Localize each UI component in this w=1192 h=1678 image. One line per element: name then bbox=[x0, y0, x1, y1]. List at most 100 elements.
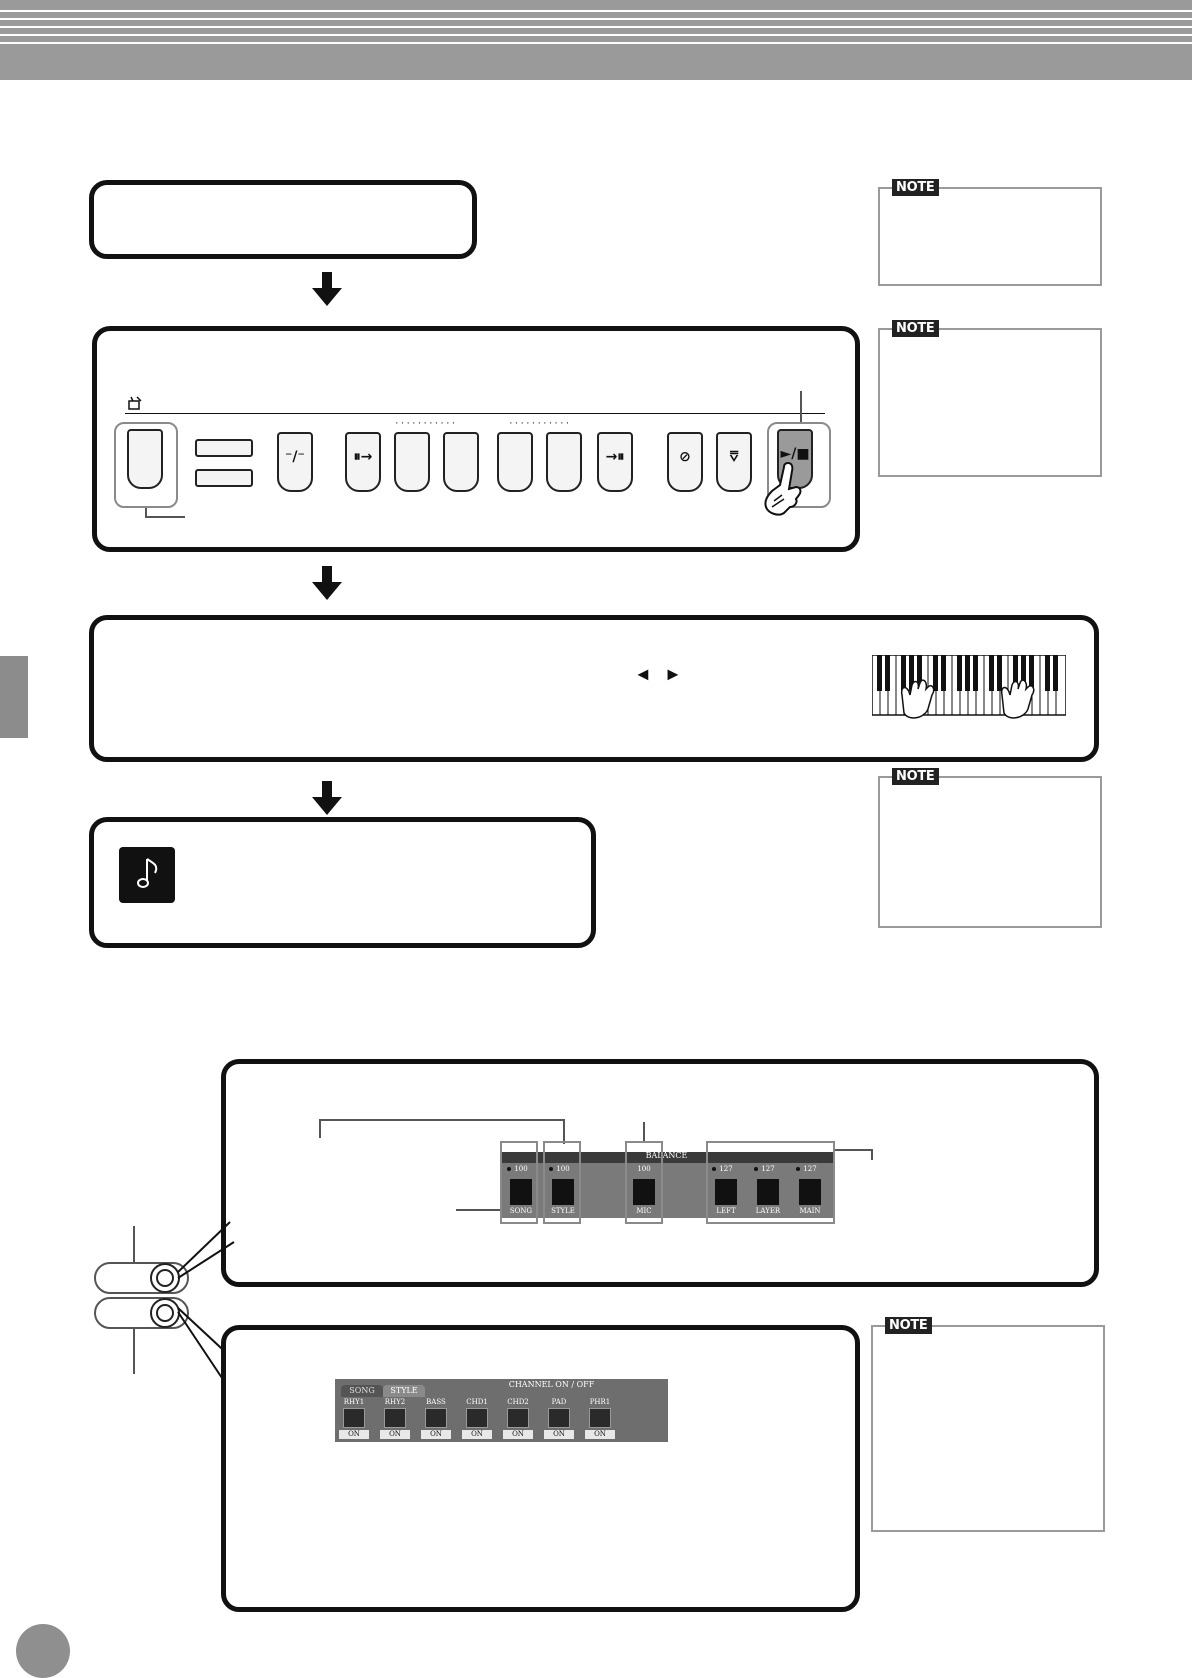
left-arrow-icon: ◄ bbox=[634, 664, 652, 684]
page-number-circle bbox=[16, 1624, 70, 1678]
sync-start-button[interactable]: ⏸→ bbox=[345, 432, 381, 492]
note-box-2: NOTE bbox=[878, 320, 1102, 477]
step-1-box bbox=[89, 180, 477, 259]
channel-value: 100 bbox=[514, 1165, 528, 1173]
intro-2-button[interactable] bbox=[443, 432, 479, 492]
channel-on-toggle[interactable]: ON bbox=[421, 1430, 451, 1439]
ending-button[interactable]: →⏸ bbox=[597, 432, 633, 492]
channel-value: 100 bbox=[637, 1165, 651, 1173]
drum-kit-icon bbox=[384, 1408, 406, 1428]
callout-line-right bbox=[800, 391, 802, 422]
balance-channel-mic[interactable]: 100 MIC bbox=[625, 1163, 663, 1218]
tap-tempo-button[interactable]: ⩢ bbox=[716, 432, 752, 492]
strings-icon bbox=[548, 1408, 570, 1428]
knob-callout-line-bottom bbox=[133, 1329, 135, 1374]
callout-line-left bbox=[145, 508, 147, 516]
highlight-play-stop bbox=[767, 422, 831, 508]
style-drum-icon bbox=[128, 396, 142, 410]
channel-label: MIC bbox=[636, 1207, 652, 1215]
style-button[interactable] bbox=[127, 429, 163, 489]
fade-button[interactable]: ⊘ bbox=[667, 432, 703, 492]
highlight-mic-channel bbox=[625, 1141, 663, 1224]
channel-slider[interactable] bbox=[633, 1179, 655, 1205]
channel-on-off-screen: SONG STYLE CHANNEL ON / OFF RHY1 ON RHY2… bbox=[335, 1379, 668, 1442]
note-box-3: NOTE bbox=[878, 768, 1102, 928]
channel-label: LEFT bbox=[716, 1207, 736, 1215]
balance-channel-song[interactable]: 100 SONG bbox=[502, 1163, 540, 1218]
balance-knob-button[interactable] bbox=[150, 1263, 180, 1293]
panel-header-line bbox=[125, 413, 825, 414]
channel-value: 127 bbox=[719, 1165, 733, 1173]
channel-slider[interactable] bbox=[715, 1179, 737, 1205]
channel-slider[interactable] bbox=[510, 1179, 532, 1205]
channel-slider[interactable] bbox=[757, 1179, 779, 1205]
note-tag: NOTE bbox=[892, 320, 940, 337]
main-dots: ··········· bbox=[509, 417, 572, 429]
channel-on-toggle[interactable]: ON bbox=[503, 1430, 533, 1439]
channel-rhy2[interactable]: RHY2 ON bbox=[378, 1398, 412, 1440]
channel-pad[interactable]: PAD ON bbox=[542, 1398, 576, 1440]
main-a-button[interactable] bbox=[497, 432, 533, 492]
balance-title-bar: BALANCE bbox=[500, 1151, 833, 1163]
channel-label: LAYER bbox=[755, 1207, 781, 1215]
phrase-icon bbox=[589, 1408, 611, 1428]
tab-song[interactable]: SONG bbox=[341, 1385, 383, 1397]
step-2-panel-box: ⁻/⁻ ⏸→ ··········· ··········· →⏸ ⊘ ⩢ ►/… bbox=[92, 326, 860, 552]
callout-line-left-h bbox=[145, 516, 185, 518]
channel-chd2[interactable]: CHD2 ON bbox=[501, 1398, 535, 1440]
channel-label: STYLE bbox=[551, 1207, 575, 1215]
channel-value: 127 bbox=[761, 1165, 775, 1173]
note-tag: NOTE bbox=[885, 1317, 933, 1334]
channel-slider[interactable] bbox=[552, 1179, 574, 1205]
note-box-1: NOTE bbox=[878, 179, 1102, 286]
channel-on-toggle[interactable]: ON bbox=[544, 1430, 574, 1439]
channel-screen-title: CHANNEL ON / OFF bbox=[508, 1380, 595, 1389]
balance-channel-main[interactable]: 127 MAIN bbox=[791, 1163, 829, 1218]
channel-name: PAD bbox=[551, 1398, 567, 1406]
balance-channel-style[interactable]: 100 STYLE bbox=[544, 1163, 582, 1218]
main-b-button[interactable] bbox=[546, 432, 582, 492]
page-header-band bbox=[0, 0, 1192, 80]
right-arrow-icon: ► bbox=[664, 664, 682, 684]
channel-name: CHD1 bbox=[466, 1398, 488, 1406]
channel-dot bbox=[549, 1167, 553, 1171]
channel-dot bbox=[796, 1167, 800, 1171]
channel-phr1[interactable]: PHR1 ON bbox=[583, 1398, 617, 1440]
down-arrow-icon bbox=[312, 566, 342, 600]
lower-flat-button[interactable] bbox=[195, 469, 253, 487]
step-3-box: ◄ ► bbox=[89, 615, 1099, 762]
channel-on-toggle[interactable]: ON bbox=[380, 1430, 410, 1439]
guitar-icon bbox=[466, 1408, 488, 1428]
channel-value: 127 bbox=[803, 1165, 817, 1173]
upper-flat-button[interactable] bbox=[195, 439, 253, 457]
balance-title: BALANCE bbox=[645, 1151, 688, 1160]
highlight-part-channels bbox=[706, 1141, 835, 1224]
note-tag: NOTE bbox=[892, 179, 940, 196]
channel-on-toggle[interactable]: ON bbox=[585, 1430, 615, 1439]
channel-label: MAIN bbox=[799, 1207, 821, 1215]
channel-label: SONG bbox=[509, 1207, 533, 1215]
balance-channel-layer[interactable]: 127 LAYER bbox=[749, 1163, 787, 1218]
tab-style[interactable]: STYLE bbox=[383, 1385, 425, 1397]
channel-rhy1[interactable]: RHY1 ON bbox=[337, 1398, 371, 1440]
music-note-icon bbox=[119, 847, 175, 903]
intro-1-button[interactable] bbox=[394, 432, 430, 492]
keyboard-hands-illustration bbox=[872, 655, 1066, 719]
channel-dot bbox=[507, 1167, 511, 1171]
knob-callout-line-top bbox=[133, 1226, 135, 1262]
keyboard-icon bbox=[507, 1408, 529, 1428]
channel-chd1[interactable]: CHD1 ON bbox=[460, 1398, 494, 1440]
intro-dots: ··········· bbox=[395, 417, 458, 429]
balance-channel-left[interactable]: 127 LEFT bbox=[707, 1163, 745, 1218]
drum-icon bbox=[343, 1408, 365, 1428]
note-tag: NOTE bbox=[892, 768, 940, 785]
channel-name: PHR1 bbox=[589, 1398, 611, 1406]
channel-slider[interactable] bbox=[799, 1179, 821, 1205]
highlight-style-channel bbox=[543, 1141, 581, 1224]
channel-on-toggle[interactable]: ON bbox=[462, 1430, 492, 1439]
sync-stop-button[interactable]: ⁻/⁻ bbox=[277, 432, 313, 492]
channel-value: 100 bbox=[556, 1165, 570, 1173]
balance-callout-lines bbox=[319, 1119, 873, 1211]
channel-bass[interactable]: BASS ON bbox=[419, 1398, 453, 1440]
channel-on-toggle[interactable]: ON bbox=[339, 1430, 369, 1439]
